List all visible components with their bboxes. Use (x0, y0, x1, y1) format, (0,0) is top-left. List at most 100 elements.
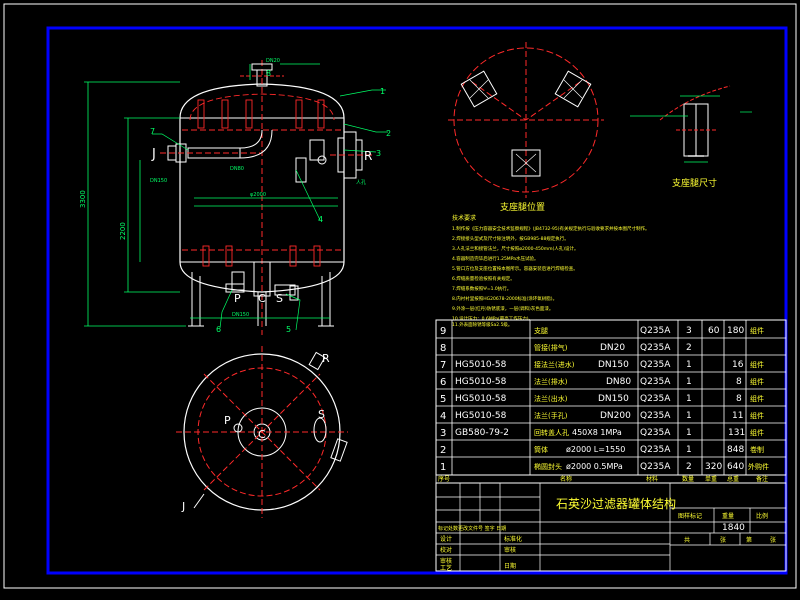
bom-header-total: 总重 (727, 475, 739, 483)
bom-row-6-name: 法兰(排水) (534, 377, 568, 386)
sheet-total-unit: 张 (720, 536, 726, 544)
bom-row-6-spec: DN80 (606, 377, 631, 387)
nozzle-label-p: P (234, 292, 241, 305)
note-manhole: 人孔 (356, 179, 366, 186)
bom-row-9-material: Q235A (640, 326, 671, 336)
role-approve: 审核 (504, 546, 516, 554)
bom-row-4-note: 组件 (750, 411, 764, 420)
bom-row-7-code: HG5010-58 (455, 360, 507, 370)
part-number-7: 7 (150, 127, 155, 136)
dim-diameter: φ2000 (250, 192, 266, 198)
plan-view: P C S J R (176, 346, 348, 518)
note-dn80: DN80 (230, 166, 244, 172)
plan-label-c: C (258, 428, 266, 441)
bom-row-1-spec: ø2000 0.5MPa (566, 462, 623, 471)
sheet-no-unit: 张 (770, 536, 776, 544)
bom-row-4-qty: 1 (686, 411, 692, 421)
bom-row-5-no: 5 (440, 394, 446, 405)
part-number-4: 4 (318, 215, 323, 224)
nozzle-label-j: J (151, 147, 156, 162)
bom-row-3-note: 组件 (750, 428, 764, 437)
dim-height-total: 3300 (79, 190, 87, 208)
bom-row-1-no: 1 (440, 462, 446, 473)
tech-item-11: 11.外表面除锈等级Sa2.5级。 (452, 321, 512, 328)
plan-label-j: J (181, 500, 185, 513)
part-number-1: 1 (380, 87, 385, 96)
bom-row-3-name: 回转盖人孔 (534, 428, 569, 437)
tech-requirements: 技术要求 1.制作按《压力容器安全技术监察规程》(JB4732-95)有关规定执… (452, 214, 650, 328)
bom-row-5-name: 法兰(出水) (534, 394, 568, 403)
title-block: 石英沙过滤器罐体结构 图样标记 重量 比例 1840 共 张 第 张 标记处数更… (435, 482, 787, 572)
weight-label: 重量 (722, 512, 734, 520)
bom-row-9-name: 支腿 (534, 326, 548, 335)
bom-row-6-total: 8 (736, 377, 742, 387)
bom-row-1-qty: 2 (686, 462, 692, 472)
bom-row-4-no: 4 (440, 411, 446, 422)
support-size-view: 支座腿尺寸 (630, 85, 752, 189)
bom-header-note: 备注 (756, 475, 768, 483)
tech-requirements-title: 技术要求 (452, 214, 476, 222)
bom-row-7-qty: 1 (686, 360, 692, 370)
bom-row-6-code: HG5010-58 (455, 377, 507, 387)
role-design: 设计 (440, 535, 452, 543)
bom-row-8-no: 8 (440, 343, 446, 354)
plan-label-p: P (224, 414, 231, 427)
tech-item-10: 10.设计压力：0.6MPa(最高工作压力)。 (452, 315, 533, 322)
role-check: 校对 (440, 546, 452, 554)
bom-row-1-unit: 320 (705, 462, 722, 472)
bom-row-7-no: 7 (440, 360, 446, 371)
bom-row-9-no: 9 (440, 326, 446, 337)
part-number-5: 5 (286, 325, 291, 334)
bom-row-8-qty: 2 (686, 343, 692, 353)
bom-row-2-no: 2 (440, 445, 446, 456)
tech-item-8: 8.内衬衬里按照HG20678-2000标准(涂环氧树脂)。 (452, 295, 557, 302)
bom-row-3-code: GB580-79-2 (455, 428, 509, 438)
bom-row-2-qty: 1 (686, 445, 692, 455)
bom-header-name: 名称 (560, 475, 572, 483)
role-standard: 标准化 (504, 535, 522, 543)
bom-row-8-spec: DN20 (600, 343, 625, 353)
plan-label-r: R (322, 352, 330, 365)
tech-item-7: 7.焊缝系数按照Ψ=1.0执行。 (452, 285, 511, 292)
support-size-caption: 支座腿尺寸 (672, 177, 717, 189)
bom-row-2-spec: ø2000 L=1550 (566, 445, 625, 454)
bom-row-5-spec: DN150 (598, 394, 629, 404)
bom-row-7-note: 组件 (750, 360, 764, 369)
bom-header-no: 序号 (438, 475, 450, 483)
part-number-3: 3 (376, 149, 381, 158)
bom-row-3-spec: 450X8 1MPa (572, 428, 622, 437)
note-dn150-j: DN150 (150, 178, 167, 184)
bom-row-1-material: Q235A (640, 462, 671, 472)
part-number-6: 6 (216, 325, 221, 334)
drawing-frame (46, 26, 788, 575)
bom-row-9-unit: 60 (708, 326, 720, 336)
tech-item-5: 5.管口方位及支座位置按本图所示。容器安装后进行焊缝检查。 (452, 265, 578, 272)
bom-row-3-total: 131 (728, 428, 745, 438)
bom-row-1-total: 640 (727, 462, 744, 472)
bom-row-1-name: 椭圆封头 (534, 462, 562, 471)
bom-row-5-qty: 1 (686, 394, 692, 404)
revision-header: 标记处数更改文件号 签字 日期 (438, 525, 506, 532)
bom-row-4-material: Q235A (640, 411, 671, 421)
bom-row-3-no: 3 (440, 428, 446, 439)
bom-row-7-spec: DN150 (598, 360, 629, 370)
bom-header-unit: 单重 (705, 475, 717, 483)
bom-row-4-name: 法兰(手孔) (534, 411, 568, 420)
part-number-8: 8 (266, 69, 271, 78)
sheet-no-label: 第 (746, 536, 752, 544)
sheet-total-label: 共 (684, 536, 690, 544)
plan-label-s: S (318, 408, 325, 421)
bom-header: 序号 名称 材料 数量 单重 总重 备注 (435, 474, 787, 484)
tech-item-6: 6.焊缝质量检验按照有关规定。 (452, 275, 515, 282)
bom-row-2-material: Q235A (640, 445, 671, 455)
nozzle-label-r: R (364, 149, 372, 163)
tech-item-1: 1.制作按《压力容器安全技术监察规程》(JB4732-95)有关规定执行与验收要… (452, 225, 650, 232)
bom-header-qty: 数量 (682, 475, 694, 483)
role-review: 审核 (440, 557, 452, 565)
tech-item-9: 9.外涂一层(红丹)防锈底漆，一层(调和)灰色面漆。 (452, 305, 553, 312)
dim-height-inner: 2200 (119, 222, 127, 240)
bom-row-4-total: 11 (732, 411, 743, 421)
bom-row-8-material: Q235A (640, 343, 671, 353)
nozzle-label-c: C (258, 292, 266, 305)
